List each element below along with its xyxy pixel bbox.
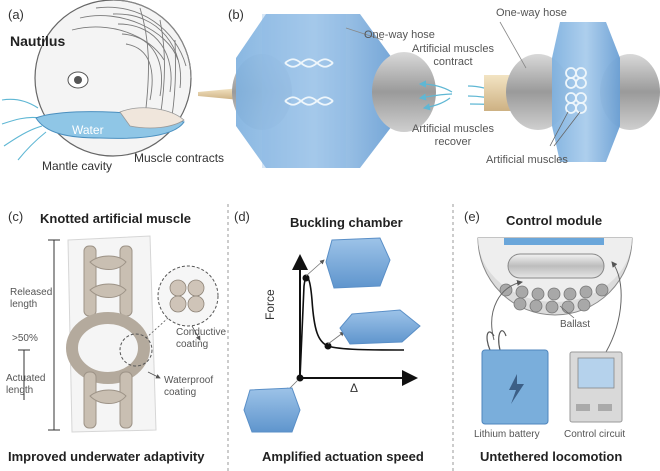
waterproof-coating-line2: coating xyxy=(164,387,197,398)
panel-a-label: (a) xyxy=(8,7,24,22)
panel-dividers xyxy=(227,204,454,471)
delta-axis-label: Δ xyxy=(350,381,359,395)
jet-chamber-recovered xyxy=(484,21,660,162)
conductive-coating-line2: coating xyxy=(176,339,209,350)
panel-c-label: (c) xyxy=(8,209,24,224)
released-length-line2: length xyxy=(10,299,38,310)
control-circuit-label: Control circuit xyxy=(564,429,626,440)
hose-right-label: One-way hose xyxy=(496,7,567,19)
lithium-battery-label: Lithium battery xyxy=(474,429,540,440)
control-module-illustration xyxy=(477,237,633,425)
contract-label-line1: Artificial muscles xyxy=(412,43,494,55)
panel-a-title: Nautilus xyxy=(10,33,66,49)
waterproof-coating-line1: Waterproof xyxy=(164,375,214,386)
released-length-line1: Released xyxy=(10,287,53,298)
percent-label: >50% xyxy=(12,333,38,344)
panel-c-footer: Improved underwater adaptivity xyxy=(8,449,205,464)
recover-label-line2: recover xyxy=(434,136,472,148)
panel-e-title: Control module xyxy=(506,213,603,228)
water-label: Water xyxy=(72,123,104,137)
panel-d-label: (d) xyxy=(234,209,250,224)
panel-d-title: Buckling chamber xyxy=(290,215,403,230)
actuated-length-line1: Actuated xyxy=(6,373,46,384)
knotted-muscle-illustration xyxy=(18,235,219,433)
panel-b-label: (b) xyxy=(228,7,244,22)
contract-label-line2: contract xyxy=(433,56,473,68)
hose-left-label: One-way hose xyxy=(364,29,435,41)
artificial-muscles-label: Artificial muscles xyxy=(486,154,568,166)
mantle-cavity-label: Mantle cavity xyxy=(42,159,113,173)
ballast-label: Ballast xyxy=(560,319,591,330)
muscle-contracts-label: Muscle contracts xyxy=(134,151,225,165)
panel-c-title: Knotted artificial muscle xyxy=(40,211,191,226)
buckling-chamber-chart xyxy=(243,237,421,433)
force-axis-label: Force xyxy=(263,289,277,320)
panel-e-footer: Untethered locomotion xyxy=(480,449,623,464)
recover-label-line1: Artificial muscles xyxy=(412,123,494,135)
conductive-coating-line1: Conductive xyxy=(176,327,227,338)
actuated-length-line2: length xyxy=(6,385,34,396)
nautilus-illustration xyxy=(1,0,192,161)
panel-e-label: (e) xyxy=(464,209,480,224)
panel-d-footer: Amplified actuation speed xyxy=(262,449,424,464)
jet-chamber-contracted xyxy=(198,14,436,168)
